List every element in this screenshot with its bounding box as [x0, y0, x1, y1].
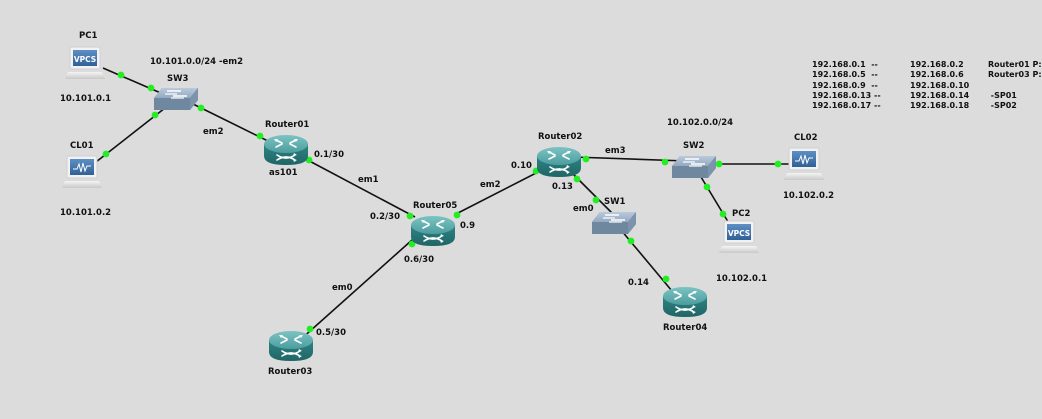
note-row: 192.168.0.17 --192.168.0.18 -SP02: [812, 101, 1017, 111]
port-label: 0.1/30: [314, 150, 344, 160]
as-label-router01: as101: [269, 168, 298, 178]
subnet-label-sw3: 10.101.0.0/24 -em2: [150, 57, 244, 67]
port-indicator: [662, 275, 670, 283]
vpcs-icon: VPCS: [65, 46, 105, 80]
port-indicator: [661, 158, 669, 166]
node-pc2[interactable]: VPCS: [719, 220, 759, 254]
port-label: 0.14: [628, 278, 649, 288]
node-label-pc1: PC1: [79, 31, 98, 41]
router-icon: [409, 214, 457, 248]
port-indicator: [592, 196, 600, 204]
port-label: 0.5/30: [316, 328, 346, 338]
node-label-router04: Router04: [663, 323, 708, 333]
node-label-cl01: CL01: [70, 141, 94, 151]
link-sw3-router01[interactable]: [192, 103, 269, 142]
node-label-sw1: SW1: [604, 197, 626, 207]
link-router02-sw1[interactable]: [566, 167, 615, 216]
port-label: 0.10: [511, 161, 532, 171]
note-row: 192.168.0.9 --192.168.0.10: [812, 80, 970, 90]
ip-label-pc1: 10.101.0.1: [60, 94, 112, 104]
port-indicator: [627, 237, 635, 245]
switch-icon: [669, 154, 719, 180]
ip-label-cl01: 10.101.0.2: [60, 208, 112, 218]
port-indicator: [151, 111, 159, 119]
node-sw3[interactable]: [151, 86, 201, 112]
note-row: 192.168.0.13 --192.168.0.14 -SP01: [812, 90, 1017, 100]
port-indicator: [147, 84, 155, 92]
node-label-sw3: SW3: [167, 74, 189, 84]
router-icon: [661, 285, 709, 319]
vpcs-icon: VPCS: [719, 220, 759, 254]
node-sw2[interactable]: [669, 154, 719, 180]
ip-label-pc2: 10.102.0.1: [716, 274, 768, 284]
router-icon: [535, 145, 583, 179]
subnet-label-sw2: 10.102.0.0/24: [667, 118, 734, 128]
port-indicator: [573, 175, 581, 183]
port-indicator: [719, 210, 727, 218]
vpcs-screen-text: VPCS: [74, 55, 96, 64]
router-icon: [262, 133, 310, 167]
node-cl02[interactable]: [784, 147, 824, 181]
port-indicator: [582, 155, 590, 163]
link-label-em0: em0: [332, 283, 353, 293]
port-indicator: [102, 150, 110, 158]
node-label-router02: Router02: [538, 132, 583, 142]
node-label-pc2: PC2: [732, 209, 751, 219]
port-label: 0.6/30: [404, 255, 434, 265]
node-router03[interactable]: [267, 329, 315, 363]
switch-icon: [589, 210, 639, 236]
port-indicator: [774, 160, 782, 168]
link-router05-router02[interactable]: [455, 169, 543, 215]
port-indicator: [453, 211, 461, 219]
client-monitor-icon: [62, 155, 102, 189]
link-label-em3: em3: [605, 146, 626, 156]
node-sw1[interactable]: [589, 210, 639, 236]
port-indicator: [306, 325, 314, 333]
node-router01[interactable]: [262, 133, 310, 167]
ip-label-cl02: 10.102.0.2: [783, 191, 835, 201]
vpcs-screen-text: VPCS: [728, 229, 750, 238]
port-label: 0.2/30: [370, 212, 400, 222]
link-label-em2: em2: [480, 180, 501, 190]
switch-icon: [151, 86, 201, 112]
link-router01-router05[interactable]: [299, 155, 416, 218]
port-label: 0.9: [460, 221, 476, 231]
port-indicator: [256, 132, 264, 140]
node-router05[interactable]: [409, 214, 457, 248]
port-indicator: [715, 160, 723, 168]
link-label-em2: em2: [203, 127, 224, 137]
node-label-sw2: SW2: [683, 141, 705, 151]
port-indicator: [197, 104, 205, 112]
port-label: 0.13: [552, 182, 573, 192]
link-label-em0: em0: [573, 204, 594, 214]
client-monitor-icon: [784, 147, 824, 181]
router-icon: [267, 329, 315, 363]
node-label-router01: Router01: [265, 120, 310, 130]
node-label-router05: Router05: [413, 201, 458, 211]
node-pc1[interactable]: VPCS: [65, 46, 105, 80]
port-indicator: [117, 71, 125, 79]
node-label-router03: Router03: [268, 367, 313, 377]
port-indicator: [406, 212, 414, 220]
node-router02[interactable]: [535, 145, 583, 179]
node-router04[interactable]: [661, 285, 709, 319]
link-label-em1: em1: [358, 175, 379, 185]
port-indicator: [408, 240, 416, 248]
node-label-cl02: CL02: [794, 133, 818, 143]
link-router05-router03[interactable]: [299, 239, 413, 341]
port-indicator: [703, 183, 711, 191]
node-cl01[interactable]: [62, 155, 102, 189]
